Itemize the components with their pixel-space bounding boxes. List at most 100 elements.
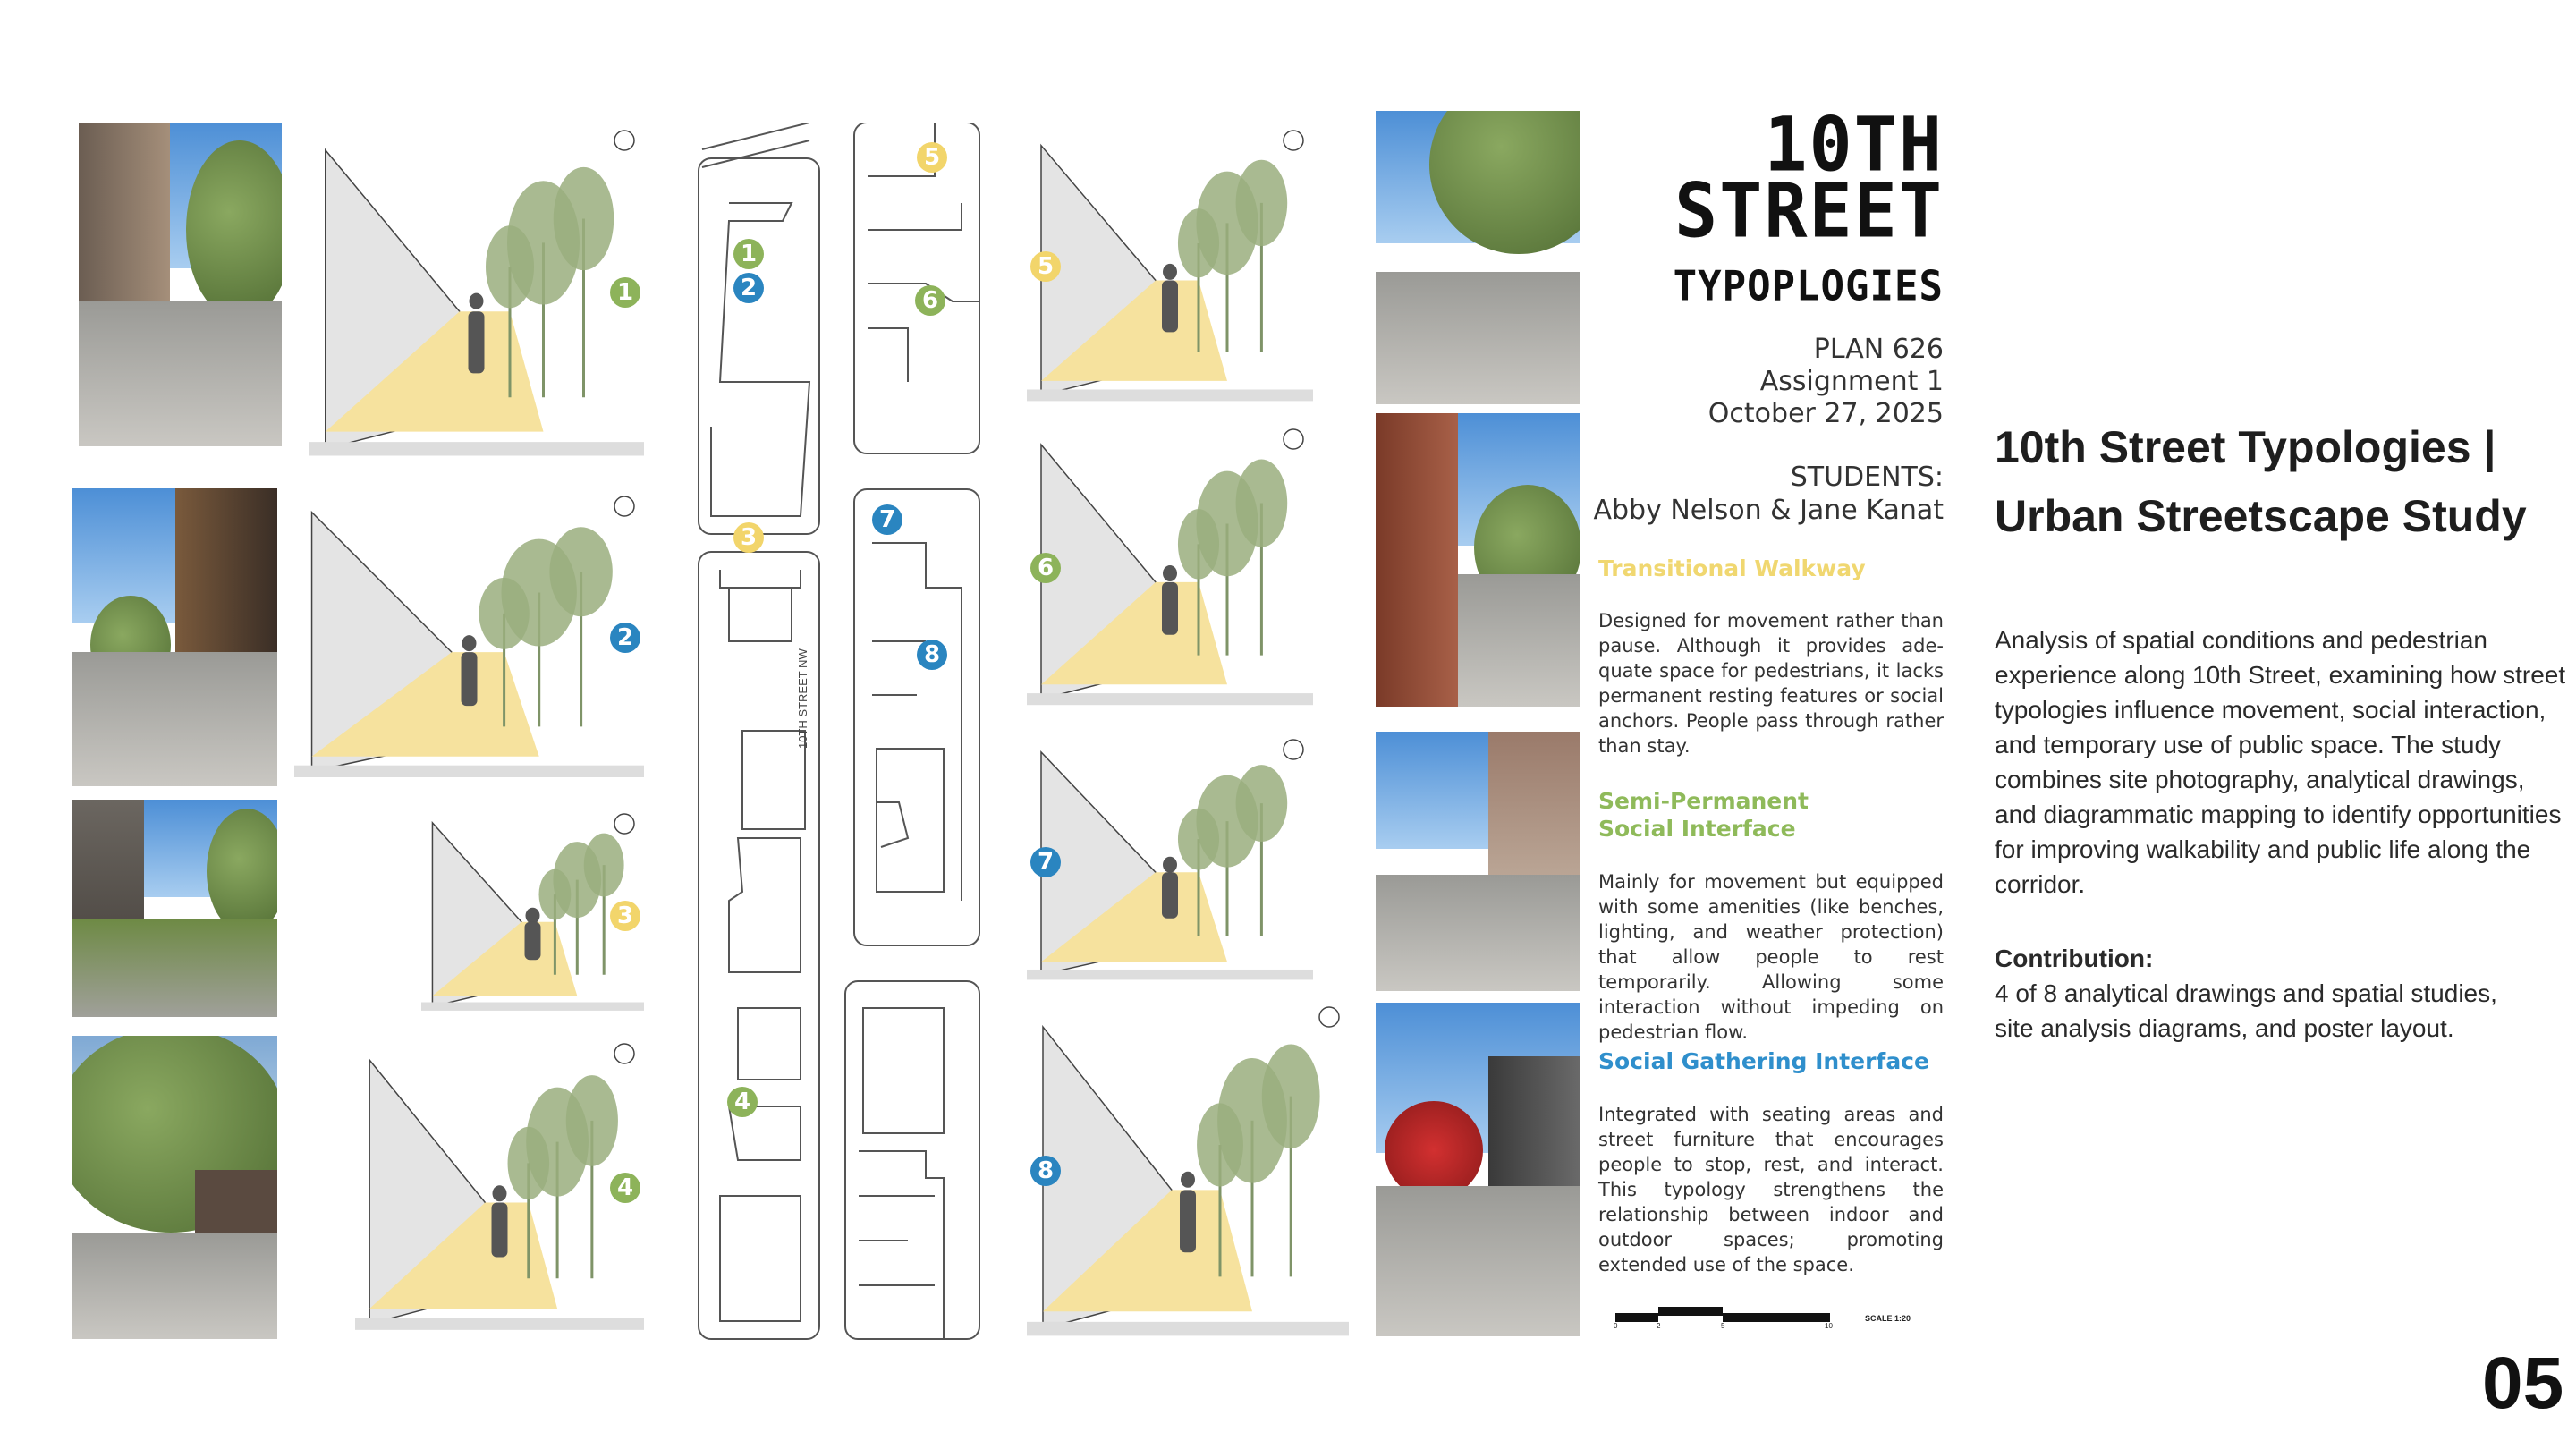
- map-marker-6: 6: [915, 285, 945, 316]
- scale-tick: 0: [1614, 1322, 1618, 1330]
- perspective-sketch-8: 8: [1027, 999, 1349, 1346]
- person-head: [469, 292, 484, 309]
- perspective-sketch-6: 6: [1027, 421, 1313, 714]
- pedestrian-zone: [432, 921, 578, 996]
- person-head: [492, 1185, 507, 1202]
- tree-canopy: [1177, 208, 1220, 278]
- sketch-marker-8: 8: [1030, 1155, 1061, 1186]
- sketch-marker-7: 7: [1030, 846, 1061, 877]
- tree-canopy: [1177, 509, 1220, 580]
- scale-tick: 10: [1825, 1322, 1833, 1330]
- pedestrian-zone: [1041, 581, 1227, 685]
- zone-label-bar: [309, 442, 644, 456]
- street-name-label: 10TH STREET NW: [796, 648, 809, 749]
- poster-title-line1: 10TH: [1764, 100, 1944, 189]
- perspective-sketch-4: 4: [355, 1036, 644, 1339]
- pedestrian-zone: [369, 1202, 558, 1309]
- site-photo-3: [72, 800, 277, 1017]
- typology-heading-transitional: Transitional Walkway: [1598, 555, 1866, 581]
- tree-canopy: [507, 1126, 550, 1200]
- site-photo-8: [1376, 1003, 1580, 1336]
- person-body: [1162, 872, 1178, 919]
- perspective-sketch-2: 2: [294, 488, 644, 786]
- zone-label-bar: [1027, 969, 1313, 980]
- typology-heading-semi-permanent: Semi-Permanent Social Interface: [1598, 788, 1809, 842]
- site-photo-4: [72, 1036, 277, 1339]
- sketch-marker-5: 5: [1030, 251, 1061, 283]
- person-body: [1162, 581, 1178, 635]
- tree-canopy: [1235, 159, 1288, 247]
- perspective-sketch-3: 3: [421, 806, 644, 1017]
- zone-label-bar: [294, 765, 644, 778]
- scale-bar: 0 2 5 10: [1614, 1304, 1833, 1330]
- person-body: [524, 921, 541, 961]
- north-arrow-icon: [1318, 1006, 1340, 1028]
- sketch-marker-4: 4: [610, 1172, 640, 1203]
- north-arrow-icon: [614, 1043, 635, 1064]
- sketch-marker-6: 6: [1030, 553, 1061, 584]
- north-arrow-icon: [614, 496, 635, 517]
- tree-canopy: [538, 869, 572, 920]
- person-head: [462, 635, 477, 652]
- sketch-marker-3: 3: [610, 901, 640, 932]
- person-body: [461, 652, 478, 707]
- north-arrow-icon: [1283, 428, 1304, 450]
- poster-title-line3: TYPOPLOGIES: [1673, 262, 1944, 311]
- person-head: [525, 907, 540, 924]
- zone-label-bar: [355, 1318, 644, 1330]
- zone-label-bar: [421, 1002, 644, 1011]
- person-head: [1163, 565, 1177, 582]
- sketch-marker-2: 2: [610, 622, 640, 653]
- tree-canopy: [486, 225, 534, 309]
- project-title: 10th Street Typologies | Urban Streetsca…: [1995, 422, 2527, 541]
- site-photo-7: [1376, 732, 1580, 991]
- scale-tick: 2: [1657, 1322, 1661, 1330]
- north-arrow-icon: [614, 130, 635, 151]
- person-head: [1181, 1171, 1195, 1188]
- students-label: STUDENTS:: [1790, 462, 1944, 493]
- tree-canopy: [1177, 808, 1220, 870]
- person-body: [1162, 280, 1178, 333]
- site-photo-1: [79, 123, 282, 446]
- site-photo-5: [1376, 111, 1580, 404]
- person-head: [1163, 263, 1177, 280]
- north-arrow-icon: [614, 813, 635, 835]
- site-photo-2: [72, 488, 277, 786]
- person-body: [1180, 1190, 1196, 1253]
- typology-text-transitional: Designed for movement rather than pause.…: [1598, 610, 1944, 757]
- typology-text-semi-permanent: Mainly for movement but equipped with so…: [1598, 871, 1944, 1043]
- tree-canopy: [565, 1075, 618, 1166]
- tree-canopy: [549, 527, 613, 617]
- tree-canopy: [479, 577, 530, 649]
- site-photo-6: [1376, 413, 1580, 707]
- tree-canopy: [583, 833, 624, 897]
- map-marker-3: 3: [733, 522, 764, 553]
- map-marker-2: 2: [733, 273, 764, 303]
- scale-label: SCALE 1:20: [1865, 1314, 1911, 1323]
- assignment: Assignment 1: [1759, 366, 1944, 397]
- typology-text-social-gathering: Integrated with seating areas and street…: [1598, 1104, 1944, 1275]
- tree-canopy: [553, 166, 614, 271]
- tree-canopy: [1235, 765, 1288, 842]
- perspective-sketch-1: 1: [309, 123, 644, 466]
- student-names: Abby Nelson & Jane Kanat: [1593, 495, 1944, 526]
- pedestrian-zone: [325, 311, 544, 432]
- map-marker-1: 1: [733, 239, 764, 269]
- tree-canopy: [1235, 459, 1288, 547]
- map-marker-4: 4: [727, 1087, 758, 1117]
- tree-canopy: [1197, 1103, 1243, 1187]
- pedestrian-zone: [1043, 1190, 1252, 1312]
- pedestrian-zone: [311, 652, 539, 757]
- person-head: [1163, 856, 1177, 873]
- person-body: [468, 311, 485, 374]
- zone-label-bar: [1027, 693, 1313, 706]
- perspective-sketch-7: 7: [1027, 732, 1313, 987]
- project-description: Analysis of spatial conditions and pedes…: [1995, 626, 2566, 898]
- map-marker-5: 5: [917, 142, 947, 173]
- tree-canopy: [1261, 1044, 1320, 1148]
- perspective-sketch-5: 5: [1027, 123, 1313, 410]
- poster-title-line2: STREET: [1674, 166, 1944, 255]
- contribution-label: Contribution:: [1995, 945, 2154, 972]
- page-number: 05: [2482, 1343, 2564, 1424]
- north-arrow-icon: [1283, 739, 1304, 760]
